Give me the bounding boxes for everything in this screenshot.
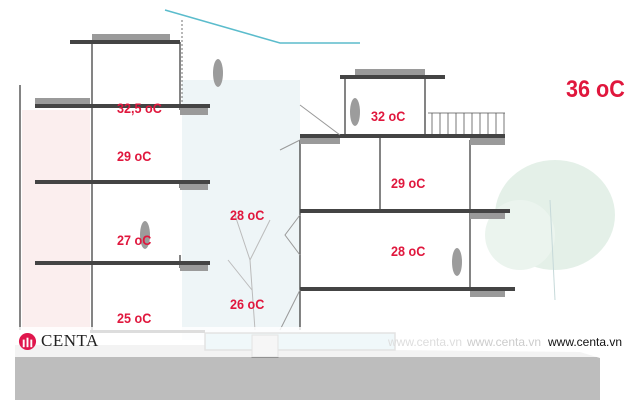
centa-logo-icon [18, 332, 37, 350]
ground [15, 345, 600, 400]
watermark: www.centa.vn [548, 335, 623, 349]
right-lower-temperature: 28 oC [391, 243, 426, 259]
left-second-temperature: 29 oC [117, 148, 152, 164]
left-top-temperature: 32,5 oC [117, 100, 162, 116]
right-top-temperature: 32 oC [371, 108, 406, 124]
centa-logo: CENTA [18, 331, 99, 351]
watermark-faint-2: www.centa.vn [467, 335, 542, 349]
left-third-temperature: 27 oC [117, 232, 152, 248]
void-tree [227, 214, 271, 331]
void-lower-temperature: 26 oC [230, 296, 265, 312]
green-roofs [35, 34, 505, 297]
left-ground-temperature: 25 oC [117, 310, 152, 326]
void-upper-temperature: 28 oC [230, 207, 265, 223]
stairs [279, 104, 341, 331]
tree-illustration [485, 160, 615, 301]
glass-roof [164, 9, 360, 44]
watermark-faint-1: www.centa.vn [388, 335, 463, 349]
outdoor-temperature: 36 oC [566, 76, 625, 103]
left-tinted-area [22, 110, 90, 330]
watermark-band [0, 327, 630, 357]
railing [428, 112, 505, 134]
right-middle-temperature: 29 oC [391, 175, 426, 191]
human-figures [140, 59, 462, 276]
central-void [182, 80, 300, 340]
logo-text: CENTA [41, 331, 99, 350]
